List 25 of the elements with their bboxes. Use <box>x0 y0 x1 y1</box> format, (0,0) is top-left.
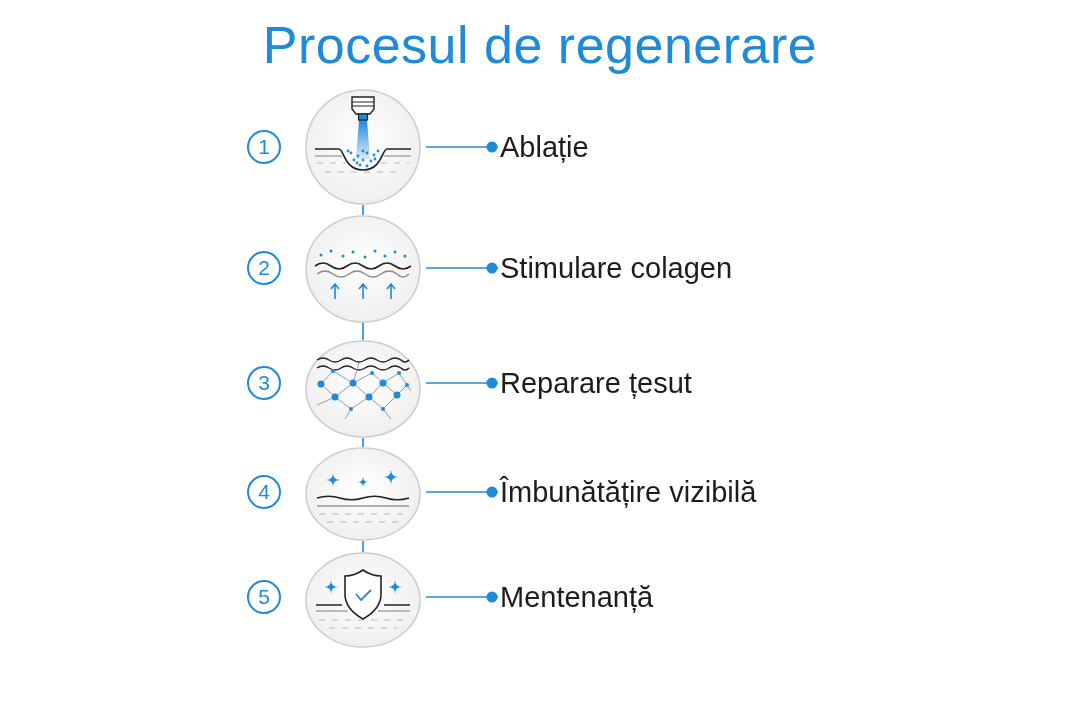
connector-line <box>362 204 364 216</box>
connector-line <box>362 437 364 448</box>
dot-connector <box>425 377 499 389</box>
dot-connector <box>425 486 499 498</box>
step-number: 4 <box>247 475 281 509</box>
shield-skin-drawing <box>305 552 421 648</box>
step-number: 3 <box>247 366 281 400</box>
step-label: Stimulare colagen <box>500 250 733 286</box>
step-label: Îmbunătățire vizibilă <box>500 474 757 510</box>
laser-skin-drawing <box>305 89 421 205</box>
step-label: Mentenanță <box>500 579 654 615</box>
title: Procesul de regenerare <box>262 16 818 74</box>
step-number: 2 <box>247 251 281 285</box>
dot-connector <box>425 262 499 274</box>
step-number: 5 <box>247 580 281 614</box>
step-number: 1 <box>247 130 281 164</box>
tissue-network-drawing <box>305 340 421 438</box>
dot-connector <box>425 591 499 603</box>
connector-line <box>362 322 364 341</box>
dot-connector <box>425 141 499 153</box>
step-label: Reparare țesut <box>500 365 692 401</box>
step-label: Ablație <box>500 129 589 165</box>
skin-wave-arrows-drawing <box>305 215 421 323</box>
sparkle-skin-drawing <box>305 447 421 541</box>
connector-line <box>362 540 364 553</box>
